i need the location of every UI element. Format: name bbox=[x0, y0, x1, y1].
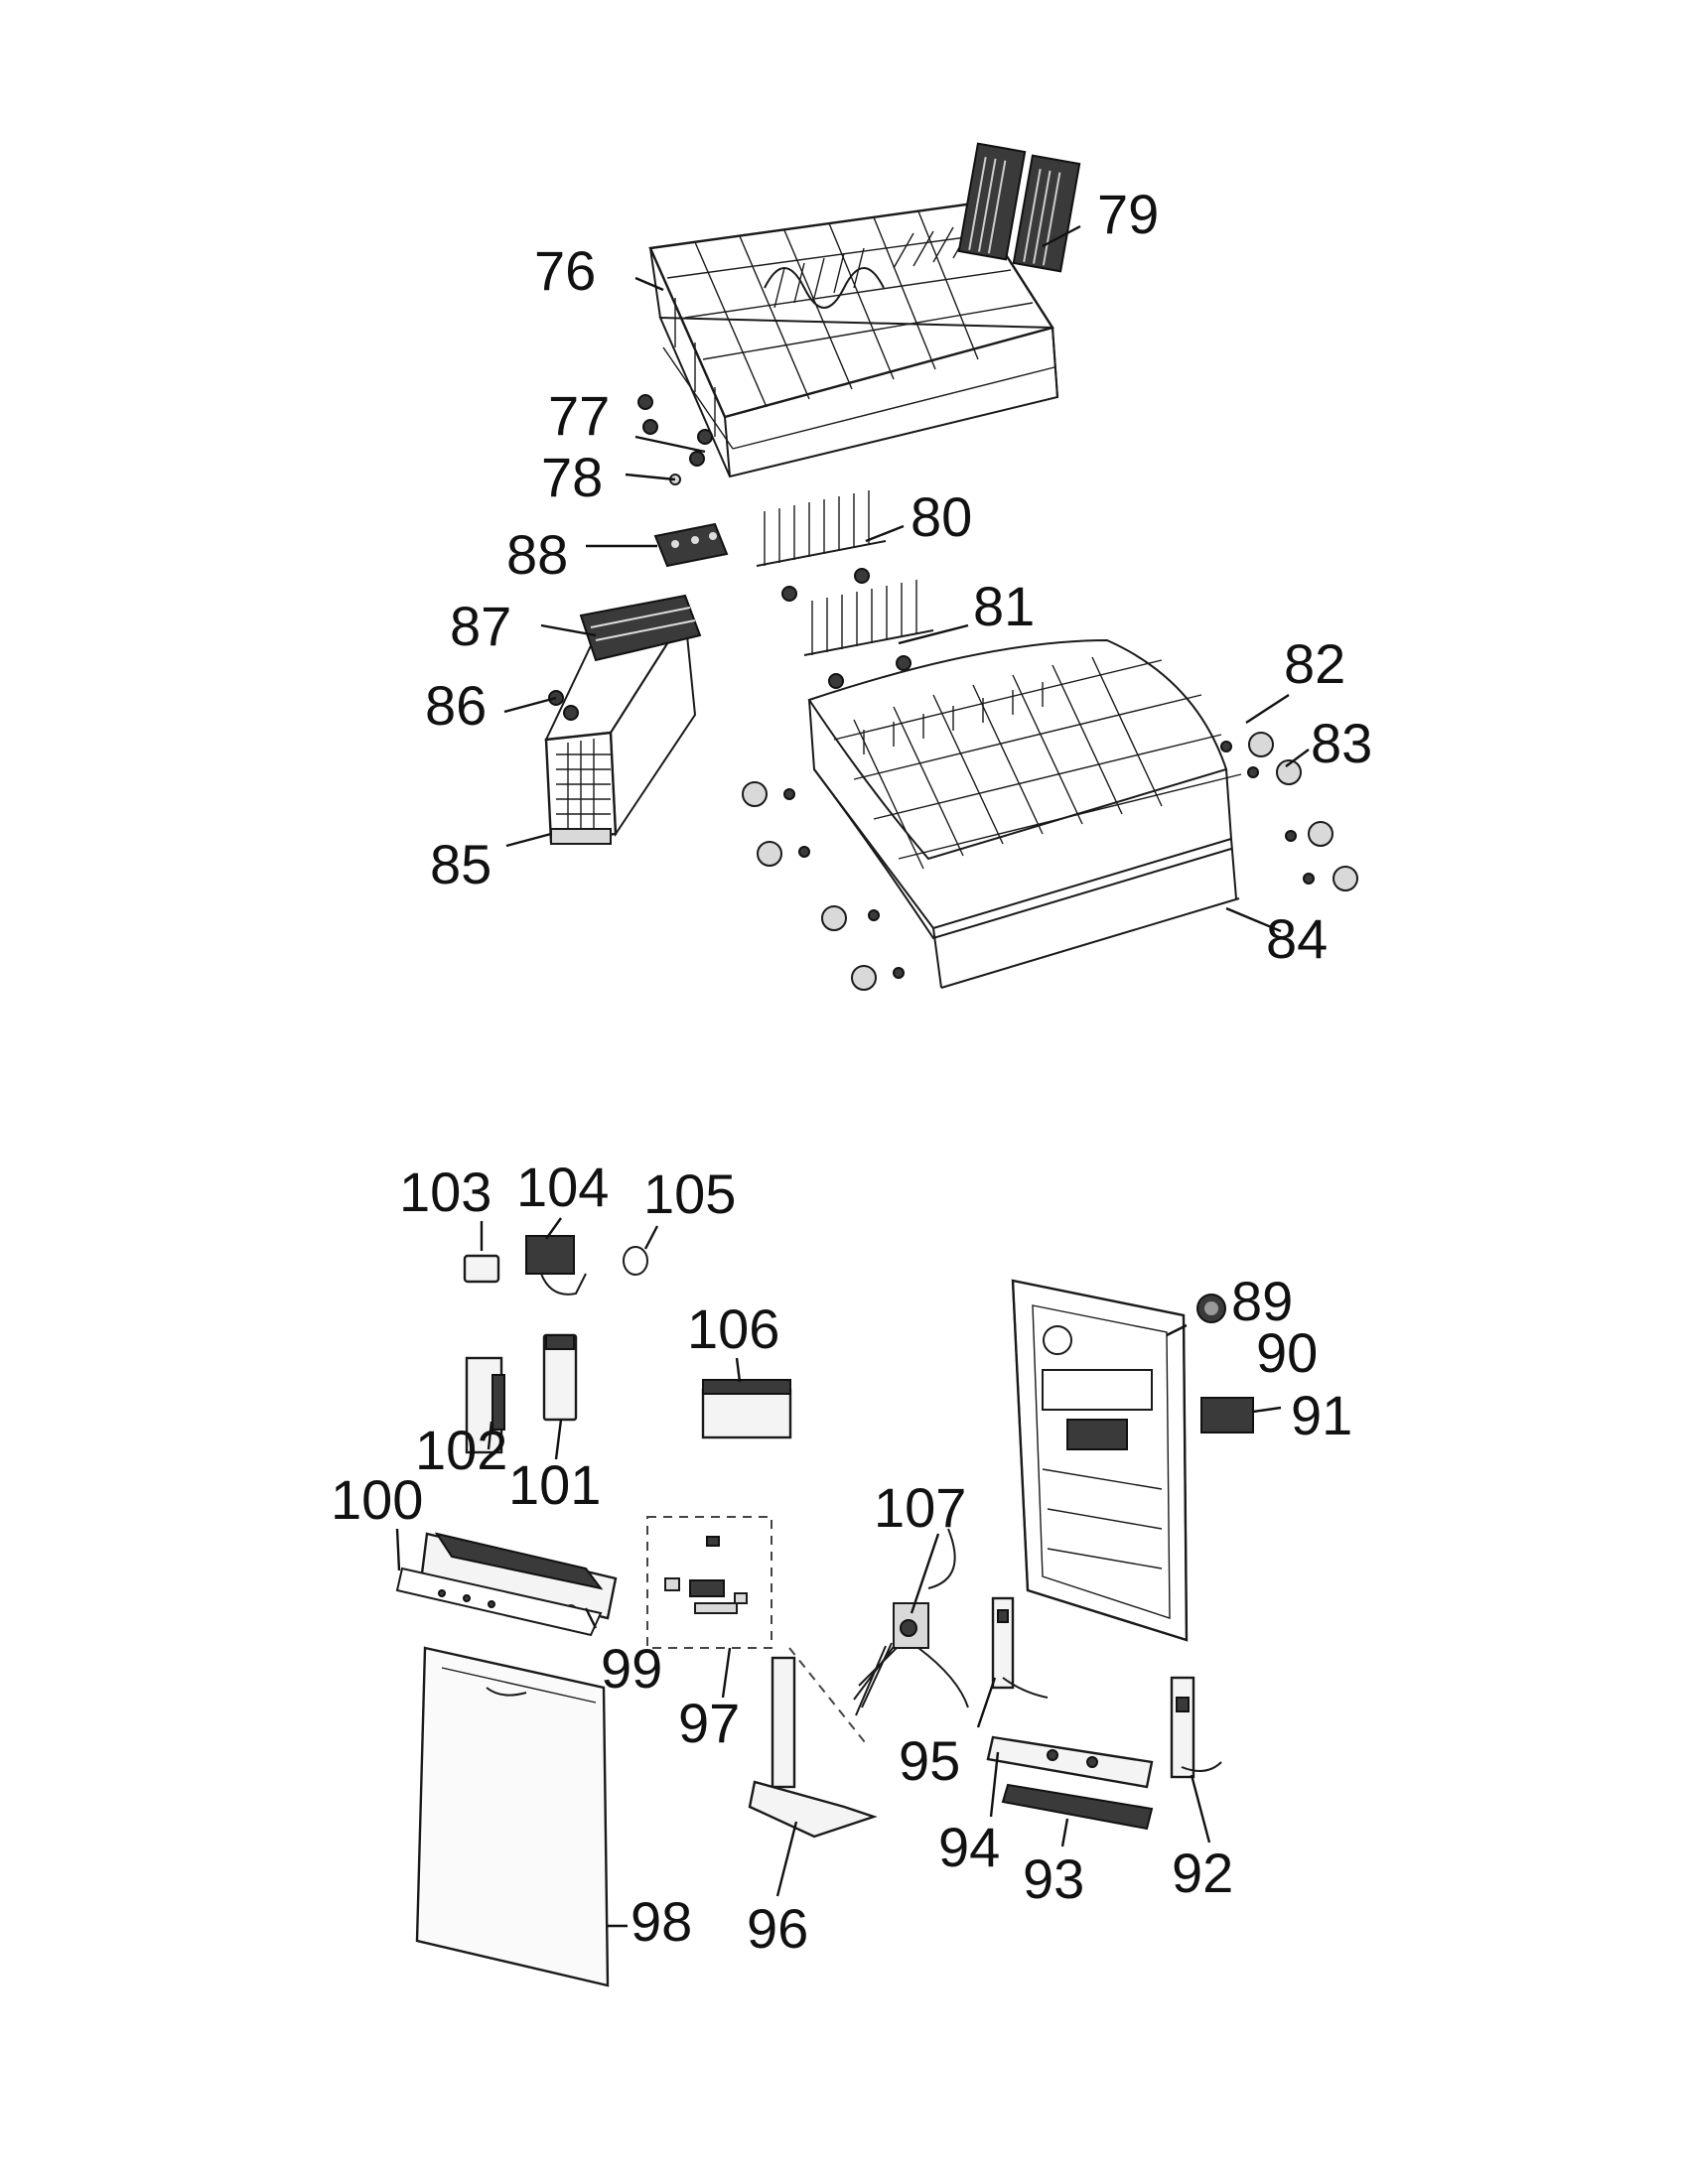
callout-105: 105 bbox=[643, 1162, 736, 1225]
callout-104: 104 bbox=[516, 1156, 609, 1218]
callout-76: 76 bbox=[534, 239, 596, 302]
callout-92: 92 bbox=[1172, 1842, 1233, 1904]
part-107 bbox=[788, 1528, 969, 1748]
part-103 bbox=[463, 1254, 500, 1284]
part-91 bbox=[1200, 1397, 1254, 1433]
callout-numbers: 76 77 78 79 80 81 82 83 84 85 86 87 88 8… bbox=[331, 183, 1372, 1960]
callout-93: 93 bbox=[1023, 1847, 1084, 1910]
callout-100: 100 bbox=[331, 1468, 423, 1531]
callout-79: 79 bbox=[1097, 183, 1159, 245]
callout-83: 83 bbox=[1311, 712, 1372, 774]
callout-78: 78 bbox=[541, 446, 603, 508]
upper-rack bbox=[637, 202, 1059, 485]
callout-98: 98 bbox=[631, 1890, 692, 1953]
callout-94: 94 bbox=[938, 1816, 1000, 1878]
callout-91: 91 bbox=[1291, 1384, 1352, 1446]
callout-86: 86 bbox=[425, 674, 487, 737]
callout-89: 89 bbox=[1231, 1270, 1293, 1332]
callout-96: 96 bbox=[747, 1897, 808, 1960]
callout-80: 80 bbox=[911, 485, 972, 548]
callout-106: 106 bbox=[687, 1297, 779, 1360]
callout-85: 85 bbox=[430, 833, 491, 895]
callout-88: 88 bbox=[506, 523, 568, 586]
part-94 bbox=[986, 1735, 1154, 1789]
part-105 bbox=[623, 1246, 648, 1276]
part-93 bbox=[1001, 1783, 1154, 1831]
part-95 bbox=[991, 1596, 1049, 1699]
part-92 bbox=[1170, 1676, 1222, 1779]
inner-door-panel bbox=[1011, 1279, 1189, 1642]
cutlery-basket bbox=[544, 522, 729, 845]
part-96 bbox=[748, 1656, 878, 1839]
callout-84: 84 bbox=[1266, 907, 1328, 970]
callout-99: 99 bbox=[601, 1637, 662, 1700]
tine-rows bbox=[756, 490, 934, 689]
callout-95: 95 bbox=[899, 1729, 960, 1792]
leader-lines bbox=[395, 224, 1310, 1928]
callout-90: 90 bbox=[1256, 1321, 1318, 1384]
callout-81: 81 bbox=[973, 575, 1035, 637]
tine-panels bbox=[957, 142, 1081, 273]
part-106 bbox=[701, 1379, 792, 1439]
callout-77: 77 bbox=[548, 384, 610, 447]
callout-97: 97 bbox=[678, 1692, 740, 1754]
part-100 bbox=[395, 1567, 603, 1637]
callout-107: 107 bbox=[874, 1476, 966, 1539]
lower-rack bbox=[742, 638, 1358, 991]
callout-87: 87 bbox=[450, 595, 511, 657]
outer-door bbox=[415, 1646, 610, 1987]
part-97 bbox=[646, 1516, 772, 1649]
callout-103: 103 bbox=[399, 1160, 491, 1223]
part-104 bbox=[525, 1235, 575, 1275]
callout-102: 102 bbox=[415, 1419, 507, 1481]
callout-101: 101 bbox=[508, 1453, 601, 1516]
callout-82: 82 bbox=[1284, 632, 1345, 695]
